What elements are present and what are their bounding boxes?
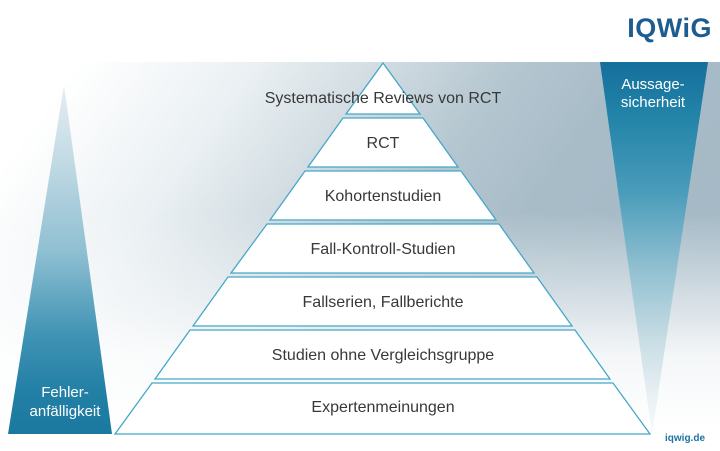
pyramid-level-2-shape: [306, 117, 460, 168]
pyramid-level-6-label: Studien ohne Vergleichsgruppe: [272, 347, 494, 364]
pyramid-level-4-label: Fall-Kontroll-Studien: [311, 241, 456, 258]
pyramid-level-6-shape: [153, 329, 612, 380]
pyramid-level-1-shape: [344, 61, 422, 115]
pyramid-level-3-shape: [268, 170, 498, 221]
pyramid-level-7-shape: [113, 382, 652, 435]
pyramid-level-7-label: Expertenmeinungen: [311, 399, 454, 416]
error-susceptibility-wedge: [8, 85, 112, 434]
pyramid-level-5-shape: [191, 276, 574, 327]
pyramid-level-5-label: Fallserien, Fallberichte: [303, 294, 464, 311]
statement-certainty-label-line2: sicherheit: [621, 94, 686, 111]
pyramid-level-4-shape: [229, 223, 536, 274]
footer-site-label: iqwig.de: [665, 433, 705, 444]
pyramid-level-2-label: RCT: [367, 135, 400, 152]
pyramid-level-1-label: Systematische Reviews von RCT: [265, 90, 502, 107]
error-susceptibility-label-line1: Fehler-: [41, 384, 89, 401]
iqwig-logo: IQWiG: [627, 13, 712, 43]
pyramid-level-3-label: Kohortenstudien: [325, 188, 442, 205]
statement-certainty-label-line1: Aussage-: [621, 76, 684, 93]
error-susceptibility-label-line2: anfälligkeit: [30, 403, 102, 420]
statement-certainty-wedge: [600, 62, 708, 434]
